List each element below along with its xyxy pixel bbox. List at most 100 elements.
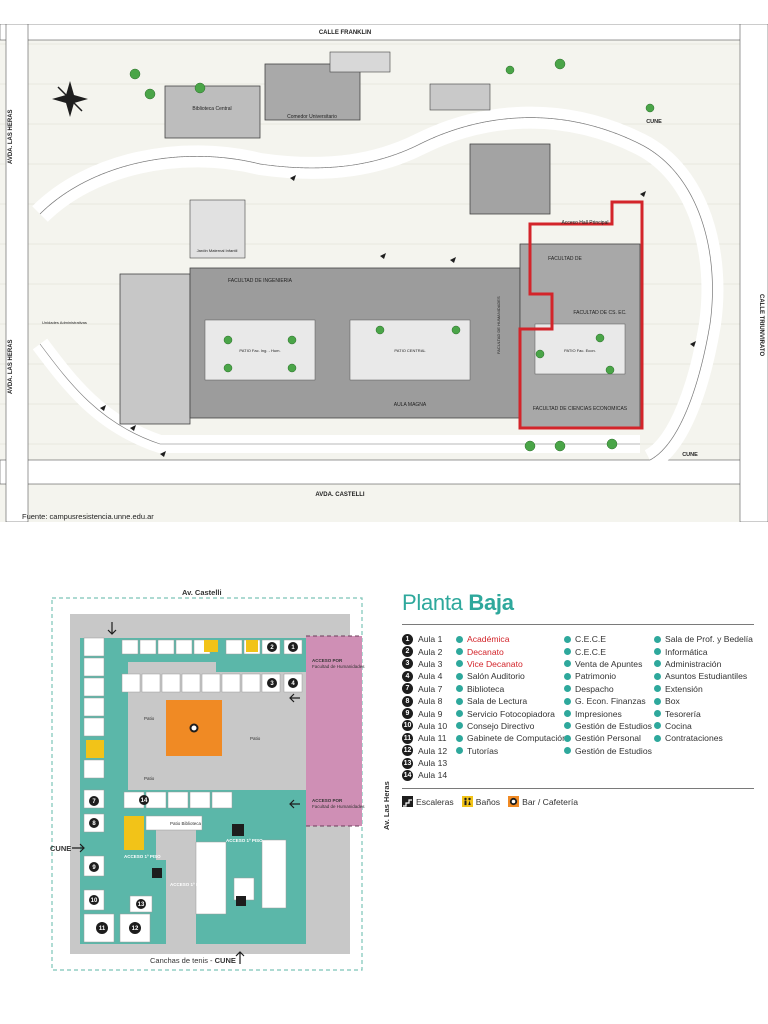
- legend-dot-icon: [456, 697, 463, 705]
- legend-item-label: Tesorería: [665, 708, 701, 719]
- legend-bar: Bar / Cafetería: [508, 796, 578, 808]
- patio-label-3: Patio: [144, 776, 155, 781]
- aula-number-badge: 10: [402, 720, 413, 732]
- legend-dot-icon: [564, 660, 571, 668]
- legend-dot-icon: [654, 660, 661, 668]
- svg-text:12: 12: [132, 926, 139, 932]
- legend-item-label: Administración: [665, 658, 722, 669]
- label-cune-bottom: CUNE: [682, 452, 698, 458]
- legend-item: G. Econ. Finanzas: [564, 695, 654, 707]
- aula-number-badge: 14: [402, 769, 413, 781]
- legend-dot-icon: [654, 722, 661, 730]
- svg-text:11: 11: [99, 926, 106, 932]
- label-aula-magna: AULA MAGNA: [394, 402, 427, 408]
- legend-aula-item: 14 Aula 14: [402, 769, 456, 781]
- legend-item: Sala de Prof. y Bedelía: [654, 633, 754, 645]
- acceso-1piso-b: ACCESO 1º PISO: [226, 838, 263, 843]
- svg-text:7: 7: [92, 799, 96, 805]
- aula-number-badge: 12: [402, 745, 413, 757]
- legend-item-label: Sala de Prof. y Bedelía: [665, 634, 753, 645]
- legend-item: C.E.C.E: [564, 633, 654, 645]
- legend-dot-icon: [564, 697, 571, 705]
- aula-label: Aula 11: [418, 733, 447, 744]
- aula-label: Aula 4: [418, 671, 443, 682]
- legend-item: Tesorería: [654, 707, 754, 719]
- legend-rule-bottom: [402, 787, 754, 789]
- aula-label: Aula 13: [418, 758, 448, 769]
- label-fac-cs-ec: FACULTAD DE CS. EC.: [573, 310, 626, 316]
- legend-item: Cocina: [654, 720, 754, 732]
- legend-item-label: Decanato: [467, 646, 504, 657]
- legend-item: Consejo Directivo: [456, 720, 564, 732]
- legend-item: Impresiones: [564, 707, 654, 719]
- legend-item-label: Gestión Personal: [575, 733, 641, 744]
- acceso-1piso-a: ACCESO 1º PISO: [124, 854, 161, 859]
- aula-number-badge: 3: [402, 658, 413, 670]
- legend-item: Contrataciones: [654, 732, 754, 744]
- legend-item-label: Gestión de Estudios: [575, 745, 652, 756]
- legend-item: Sala de Lectura: [456, 695, 564, 707]
- legend-item-label: Box: [665, 696, 680, 707]
- svg-text:10: 10: [91, 898, 98, 904]
- legend-dot-icon: [654, 648, 661, 656]
- label-fac-ingenieria: FACULTAD DE INGENIERIA: [228, 278, 293, 284]
- legend-item: Vice Decanato: [456, 658, 564, 670]
- legend-dot-icon: [456, 672, 463, 680]
- label-adm: Unidades Administrativas: [42, 320, 87, 325]
- label-patio-ing: PATIO Fac. Ing. - Hum.: [239, 348, 280, 353]
- svg-text:3: 3: [270, 681, 274, 687]
- legend-item: Gabinete de Computación: [456, 732, 567, 744]
- label-facultad-de: FACULTAD DE: [548, 256, 582, 262]
- legend-banos: Baños: [461, 796, 500, 808]
- legend-dot-icon: [564, 722, 571, 730]
- label-fac-economicas: FACULTAD DE CIENCIAS ECONOMICAS: [533, 406, 628, 412]
- legend-dot-icon: [564, 685, 571, 693]
- aula-number-badge: 13: [402, 757, 413, 769]
- legend-item: Extensión: [654, 683, 754, 695]
- legend-item-label: Gabinete de Computación: [467, 733, 567, 744]
- street-av-castelli: Av. Castelli: [182, 588, 222, 597]
- legend-item: Administración: [654, 658, 754, 670]
- street-triunvirato: CALLE TRIUNVIRATO: [758, 294, 764, 356]
- label-cune-top: CUNE: [646, 119, 662, 125]
- svg-text:4: 4: [291, 681, 295, 687]
- acceso-hum-1: ACCESO POR: [312, 658, 343, 663]
- legend-dot-icon: [456, 635, 463, 643]
- legend-dot-icon: [456, 747, 463, 755]
- legend-dot-icon: [654, 672, 661, 680]
- aula-label: Aula 2: [418, 646, 443, 657]
- street-castelli: AVDA. CASTELLI: [315, 492, 365, 498]
- aula-number-badge: 1: [402, 633, 413, 645]
- floor-plan: Av. Castelli Av. Las Heras CUNE Canchas …: [0, 580, 391, 1000]
- legend-item-label: Impresiones: [575, 708, 622, 719]
- acceso-hum-1b: Facultad de Humanidades: [312, 664, 365, 669]
- svg-text:2: 2: [270, 645, 274, 651]
- legend-item-label: Tutorías: [467, 745, 499, 756]
- legend-dot-icon: [456, 734, 463, 742]
- label-biblioteca: Biblioteca Central: [192, 106, 231, 112]
- legend-item: Asuntos Estudiantiles: [654, 670, 754, 682]
- legend-icons-row: Escaleras Baños Bar / Cafetería: [402, 795, 754, 809]
- street-cune-left: CUNE: [50, 844, 72, 853]
- legend-item: Despacho: [564, 683, 654, 695]
- aula-label: Aula 14: [418, 770, 448, 781]
- legend-dot-icon: [564, 635, 571, 643]
- aula-number-badge: 7: [402, 683, 413, 695]
- legend-item: Informática: [654, 645, 754, 657]
- legend-item-label: Extensión: [665, 683, 703, 694]
- legend-item-label: Cocina: [665, 720, 692, 731]
- legend-dot-icon: [564, 710, 571, 718]
- aula-label: Aula 10: [418, 720, 448, 731]
- legend-item-label: Contrataciones: [665, 733, 723, 744]
- legend-dot-icon: [456, 722, 463, 730]
- acceso-1piso-c: ACCESO 1º PISO: [170, 882, 207, 887]
- street-av-las-heras: Av. Las Heras: [382, 781, 391, 830]
